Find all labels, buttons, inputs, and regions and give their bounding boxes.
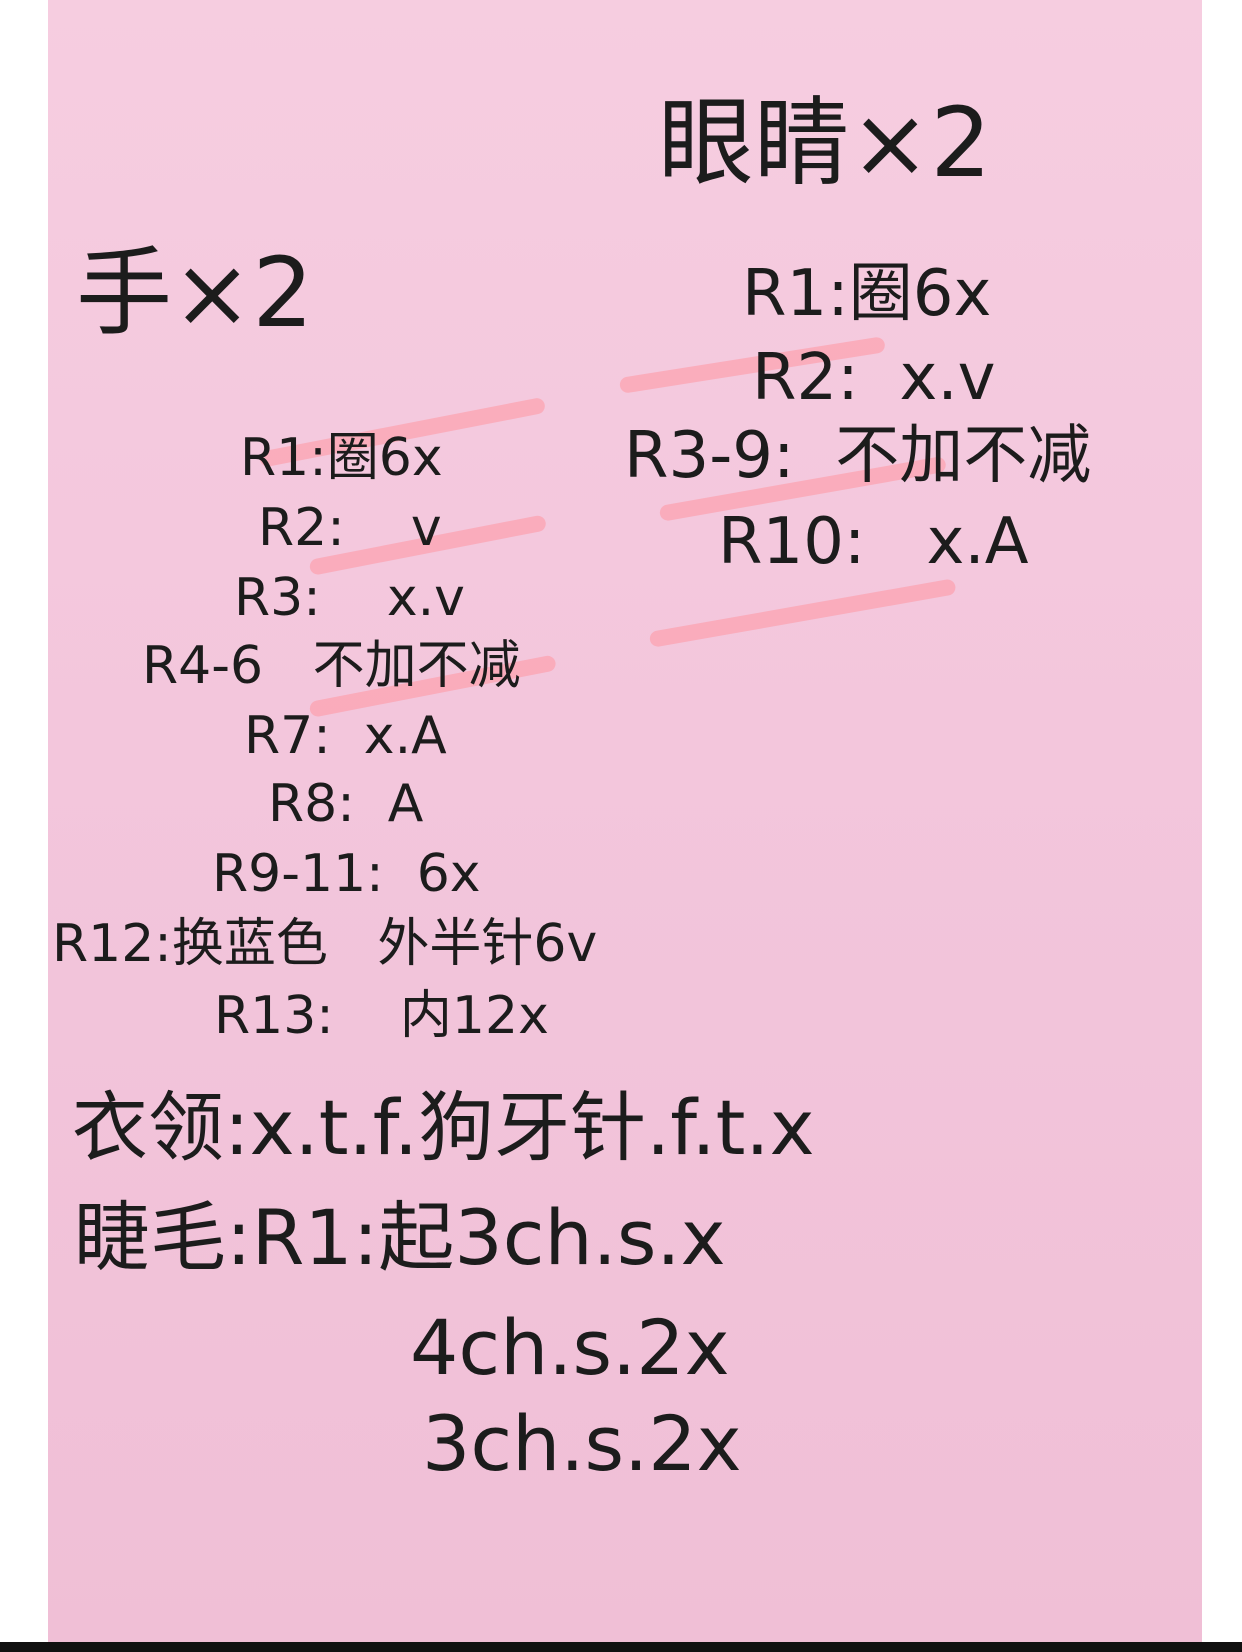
hands-row-8: R12:换蓝色 外半针6v (52, 914, 598, 974)
hands-row-6: R8: A (268, 774, 424, 834)
hands-row-5: R7: x.A (244, 706, 447, 766)
eyes-row-2: R2: x.v (752, 341, 996, 415)
hands-row-1: R1:圈6x (240, 428, 443, 488)
pattern-card: 眼睛×2 R1:圈6x R2: x.v R3-9: 不加不减 R10: x.A … (48, 0, 1202, 1642)
eyelashes-line: 睫毛:R1:起3ch.s.x (74, 1193, 726, 1282)
hands-title: 手×2 (76, 237, 314, 349)
eyelashes-row-3: 3ch.s.2x (422, 1399, 742, 1488)
hands-row-4: R4-6 不加不减 (142, 636, 521, 696)
eyes-title: 眼睛×2 (658, 87, 992, 199)
eyes-row-4: R10: x.A (718, 505, 1029, 579)
eyes-row-1: R1:圈6x (742, 257, 992, 331)
bottom-edge (0, 1642, 1242, 1652)
collar-line: 衣领:x.t.f.狗牙针.f.t.x (72, 1083, 815, 1172)
highlight-stroke (648, 578, 957, 648)
hands-row-9: R13: 内12x (214, 986, 549, 1046)
eyelashes-row-2: 4ch.s.2x (410, 1303, 730, 1392)
hands-row-7: R9-11: 6x (212, 844, 481, 904)
hands-row-3: R3: x.v (234, 568, 465, 628)
eyes-row-3: R3-9: 不加不减 (624, 419, 1092, 493)
hands-row-2: R2: v (258, 498, 442, 558)
